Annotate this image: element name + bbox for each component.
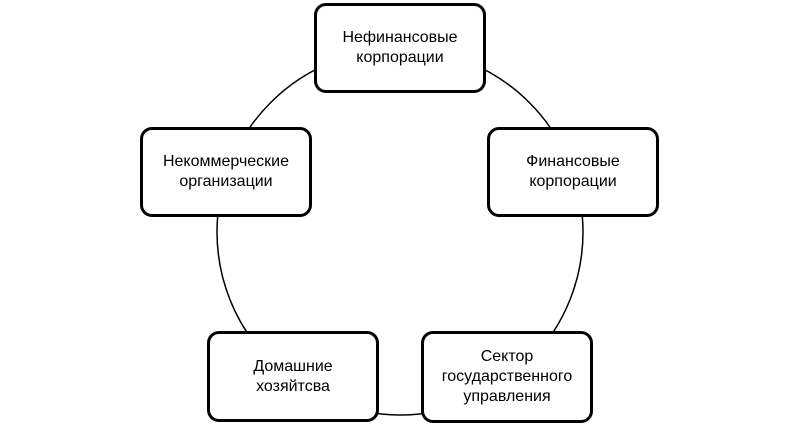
node-nonfinancial-corporations: Нефинансовые корпорации	[314, 3, 486, 93]
node-label: Некоммерческие организации	[162, 153, 290, 190]
node-label: Финансовые корпорации	[526, 153, 620, 190]
node-general-government: Сектор государственного управления	[421, 331, 593, 423]
node-label: Нефинансовые корпорации	[342, 29, 458, 66]
node-label: Сектор государственного управления	[441, 348, 573, 405]
node-label: Домашние хозяйтсва	[253, 357, 333, 395]
node-households: Домашние хозяйтсва	[207, 331, 379, 422]
node-financial-corporations: Финансовые корпорации	[487, 127, 659, 217]
node-nonprofit-organizations: Некоммерческие организации	[140, 127, 312, 217]
